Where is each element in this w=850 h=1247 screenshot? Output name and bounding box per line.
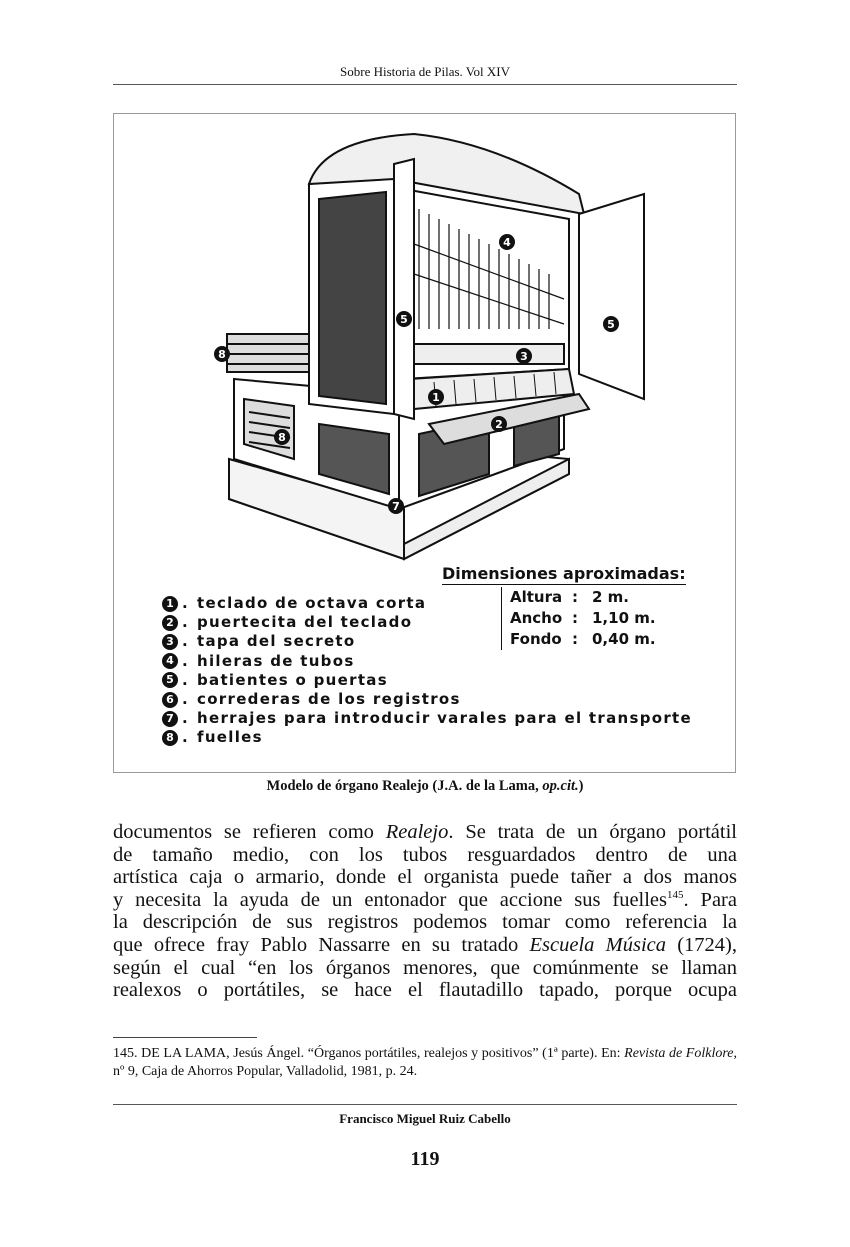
legend-item: 5.batientes o puertas [162,671,692,690]
legend-item: 6.correderas de los registros [162,690,692,709]
page-number: 119 [410,1148,440,1170]
body-paragraph: documentos se refieren como Realejo. Se … [113,821,737,1002]
legend-item: 7.herrajes para introducir varales para … [162,709,692,728]
legend-item: 1.teclado de octava corta [162,594,692,613]
footnote-ref[interactable]: 145 [667,888,684,901]
legend-item: 3.tapa del secreto [162,632,692,651]
body-line: de tamaño medio, con los tubos resguarda… [113,843,737,866]
header-rule [113,84,737,85]
figure-legend: 1.teclado de octava corta 2.puertecita d… [162,594,692,748]
dimension-row: Fondo : 0,40 m. [510,630,656,648]
footnote-rule [113,1037,257,1038]
callout-5-left: 5 [400,313,408,326]
dimension-label: Ancho [510,609,563,627]
callout-4: 4 [503,236,511,249]
footnote: 145. DE LA LAMA, Jesús Ángel. “Órganos p… [113,1046,737,1079]
figure-caption: Modelo de órgano Realejo (J.A. de la Lam… [266,778,584,794]
callout-8-bellows: 8 [278,431,286,444]
dimension-value: 0,40 m. [592,630,656,648]
dimension-value: 1,10 m. [592,609,656,627]
callout-2: 2 [495,418,503,431]
callout-5-right: 5 [607,318,615,331]
dimension-row: Altura : 2 m. [510,588,629,606]
callout-8-left: 8 [218,348,226,361]
dimensions-list: Altura : 2 m. Ancho : 1,10 m. Fondo : 0,… [501,587,656,650]
dimension-label: Altura [510,588,563,606]
body-line: realexos o portátiles, se hace el flauta… [113,979,737,1002]
body-line: y necesita la ayuda de un entonador que … [113,888,737,911]
organ-figure: 1 2 3 4 5 5 7 8 8 Dimensiones aproximada… [113,113,736,773]
callout-7: 7 [392,500,400,513]
legend-item: 2.puertecita del teclado [162,613,692,632]
dimensions-title: Dimensiones aproximadas: [442,564,686,585]
body-line: artística caja o armario, donde el organ… [113,866,737,889]
body-line: según el cual “en los órganos menores, q… [113,956,737,979]
running-header: Sobre Historia de Pilas. Vol XIV [340,64,510,79]
dimension-label: Fondo [510,630,562,648]
dimension-row: Ancho : 1,10 m. [510,609,656,627]
dimension-value: 2 m. [592,588,629,606]
legend-item: 4.hileras de tubos [162,652,692,671]
footer-author: Francisco Miguel Ruiz Cabello [339,1111,511,1126]
legend-item: 8.fuelles [162,728,692,747]
body-line: la descripción de sus registros podemos … [113,911,737,934]
organ-illustration: 1 2 3 4 5 5 7 8 8 [214,132,645,561]
body-line: documentos se refieren como Realejo. Se … [113,821,737,843]
callout-3: 3 [520,350,528,363]
body-line: que ofrece fray Pablo Nassarre en su tra… [113,933,737,956]
footer-rule [113,1104,737,1105]
callout-1: 1 [432,391,440,404]
